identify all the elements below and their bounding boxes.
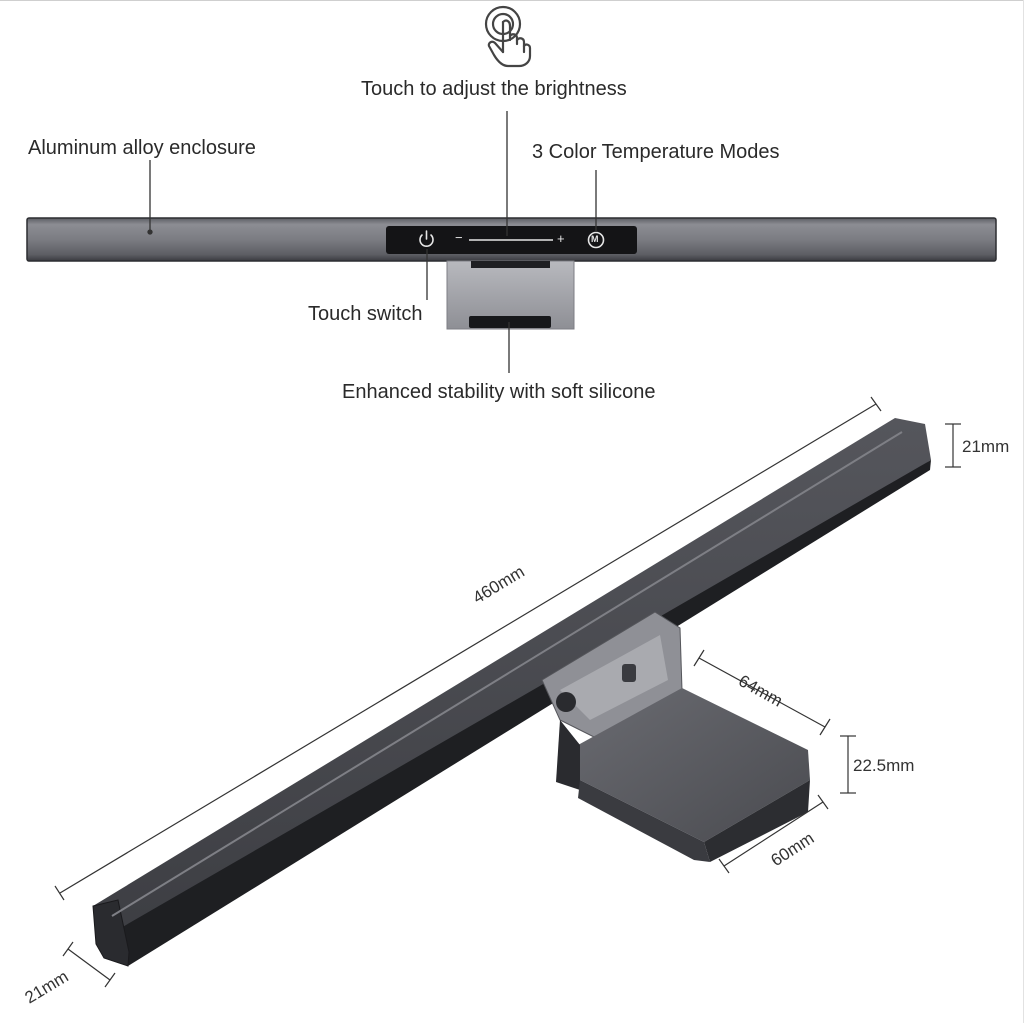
clip-silicone-pad: [469, 316, 551, 328]
lamp-bar-highlight: [111, 431, 903, 917]
dim-line-length: [59, 403, 877, 894]
dimension-lines: [54, 396, 961, 988]
mode-m-label: M: [591, 234, 599, 244]
mode-m-icon: [587, 231, 605, 249]
power-icon: [419, 230, 434, 247]
clip-silicone-top: [471, 261, 550, 268]
callout-brightness: Touch to adjust the brightness: [361, 78, 627, 100]
clip-base-side: [578, 780, 710, 862]
touch-hand-icon: [484, 5, 532, 68]
brightness-minus-label: −: [455, 230, 463, 245]
callout-leader-lines: [147, 111, 597, 373]
clip-hinge-knob: [556, 692, 576, 712]
clip-base-front: [704, 780, 810, 862]
clip-back-plate: [556, 720, 580, 790]
dim-line-clip-width: [723, 801, 824, 867]
callout-stability: Enhanced stability with soft silicone: [342, 381, 656, 403]
callout-touch-switch: Touch switch: [308, 303, 423, 325]
clip-hinge-face: [560, 635, 668, 720]
dim-top-height-label: 21mm: [962, 437, 1010, 456]
frame-top-line: [0, 0, 1024, 1]
clip-hinge-latch: [622, 664, 636, 682]
callout-color-modes: 3 Color Temperature Modes: [532, 141, 780, 163]
lamp-bar-bottom-edge: [100, 460, 931, 966]
clip-base-top: [578, 688, 810, 842]
lamp-perspective-view: [92, 418, 931, 967]
dim-line-clip-depth: [698, 657, 826, 728]
brightness-plus-label: +: [557, 231, 565, 246]
callout-enclosure: Aluminum alloy enclosure: [28, 137, 256, 159]
dim-clip-height-label: 22.5mm: [853, 756, 915, 775]
lamp-end-cap: [92, 899, 130, 967]
lamp-front-view: [26, 217, 997, 330]
dim-line-bottom-height: [67, 948, 111, 981]
